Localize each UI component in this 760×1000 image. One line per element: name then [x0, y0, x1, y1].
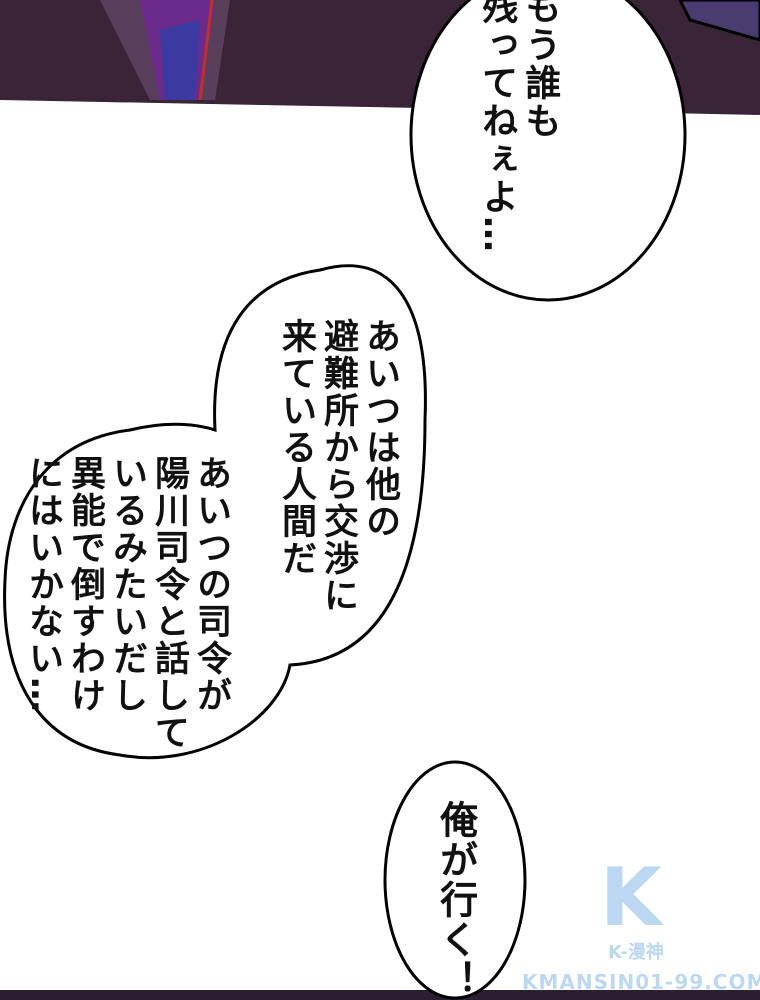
speech-text: 俺が行く！	[432, 800, 478, 1000]
speech-line: 異能で倒すわけ	[65, 455, 105, 714]
speech-text: あいつは他の 避難所から交渉に 来ている人間だ	[275, 318, 401, 614]
speech-line: 陽川司令と話して	[149, 455, 189, 751]
speech-bubble-1	[409, 0, 687, 302]
watermark-logo: K	[600, 851, 662, 944]
bottom-dark-band	[0, 990, 760, 1000]
speech-bubble-4	[383, 760, 527, 1000]
character-detail	[160, 20, 200, 100]
watermark-site: KMANSIN01-99.COM	[522, 970, 760, 994]
speech-line: 来ている人間だ	[276, 318, 316, 577]
top-right-shape	[678, 0, 760, 42]
speech-line: いるみたいだし	[107, 455, 147, 714]
speech-text: もう誰も 残ってねぇよ…	[475, 0, 561, 254]
speech-line: 避難所から交渉に	[318, 318, 358, 614]
speech-line: あいつは他の	[360, 318, 400, 540]
speech-line: にはいかない…	[23, 455, 63, 714]
speech-line: もう誰も	[519, 0, 561, 140]
speech-text: あいつの司令が 陽川司令と話して いるみたいだし 異能で倒すわけ にはいかない…	[22, 455, 232, 751]
speech-bubble-2-3	[3, 264, 427, 760]
speech-line: あいつの司令が	[191, 455, 231, 714]
watermark-name: K-漫神	[608, 942, 664, 963]
speech-line: 残ってねぇよ…	[476, 0, 518, 254]
speech-line: 俺が行く！	[433, 800, 478, 1000]
